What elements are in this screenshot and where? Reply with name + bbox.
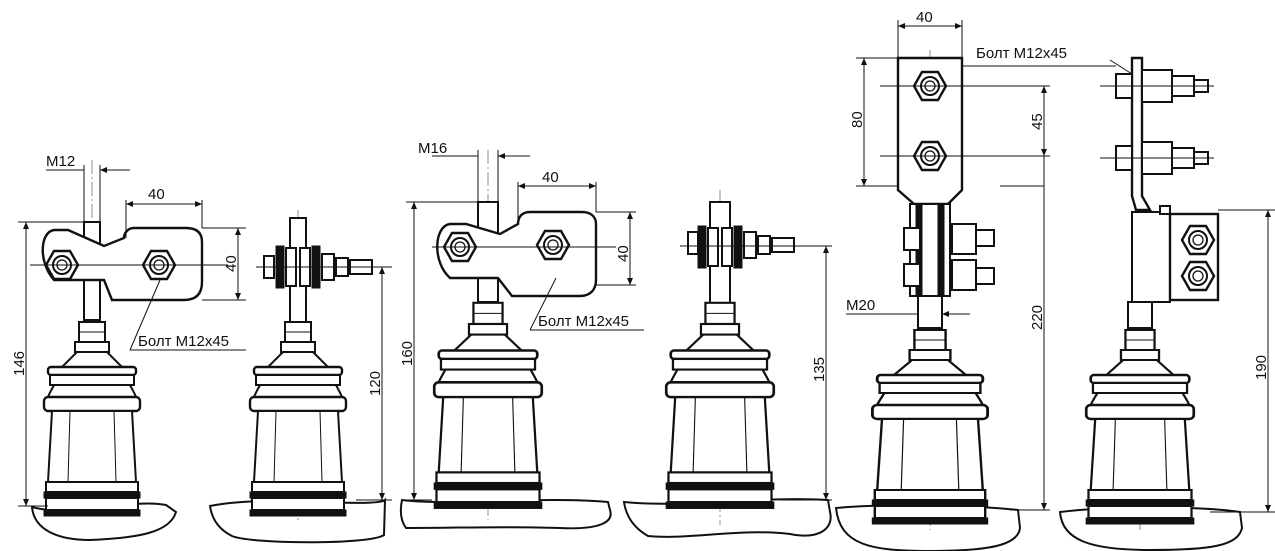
clamp-side-view (256, 245, 380, 289)
dimension-total-height: 135 (811, 357, 828, 382)
dimension-total-height: 160 (399, 341, 416, 366)
dimension-total-height: 220 (1029, 305, 1046, 330)
dimension-bolt-pitch: 45 (1029, 113, 1046, 130)
bolt-label: Болт М12х45 (538, 313, 629, 330)
dimension-height: 80 (849, 111, 866, 128)
clamp-side-view (680, 225, 800, 269)
insulator-drawing-1: M12 40 40 146 Болт М12х45 (11, 153, 246, 542)
thread-label-m16: M16 (418, 140, 447, 157)
clamp-block (1131, 205, 1220, 303)
clamp-stack (903, 203, 995, 297)
bolt-label: Болт М12х45 (138, 333, 229, 350)
insulator-drawing-5: 40 80 45 220 M20 Болт М12х45 (834, 9, 1116, 551)
dimension-height: 40 (615, 245, 632, 262)
dimension-total-height: 146 (11, 351, 28, 376)
dimension-total-height: 190 (1253, 355, 1270, 380)
dimension-width: 40 (148, 186, 165, 203)
insulator-drawing-4: 135 (622, 190, 832, 538)
thread-label-m12: M12 (46, 153, 75, 170)
insulator-drawing-6: 190 (1058, 56, 1275, 551)
dimension-height: 40 (223, 255, 240, 272)
bolt-label: Болт М12х45 (976, 45, 1067, 62)
thread-label-m20: M20 (846, 297, 875, 314)
dimension-width: 40 (916, 9, 933, 26)
terminal-plate-side (1130, 56, 1153, 212)
dimension-width: 40 (542, 169, 559, 186)
dimension-total-height: 120 (367, 371, 384, 396)
insulator-drawing-2: 120 (208, 210, 392, 544)
insulator-drawing-3: M16 40 40 160 Болт М12х45 (399, 140, 644, 530)
